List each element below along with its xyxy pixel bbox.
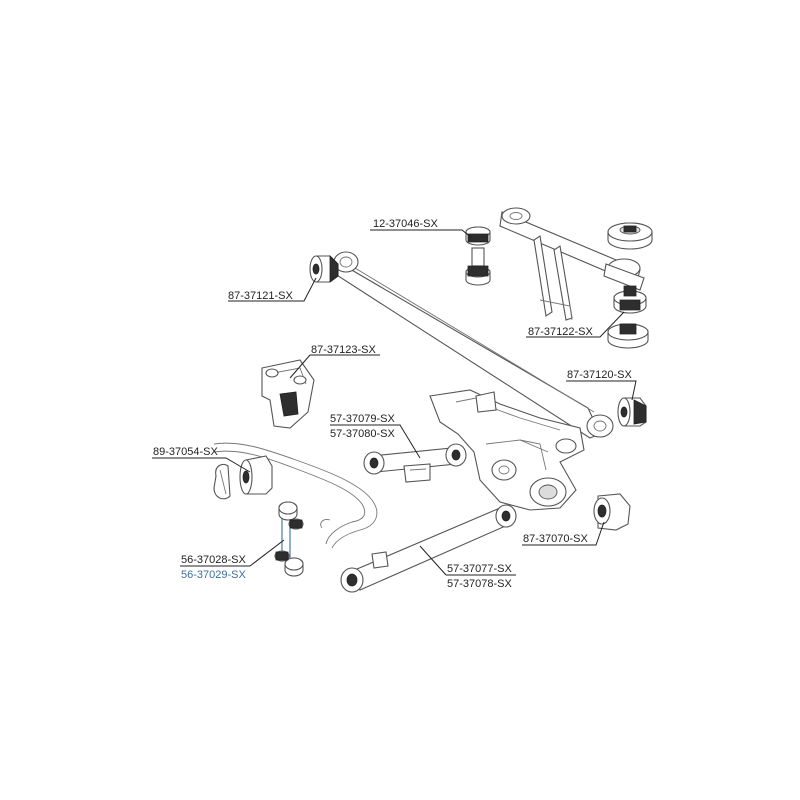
bushing-87-37122 [607, 285, 649, 349]
upper-crossmember [499, 207, 645, 321]
bushing-87-37121 [309, 255, 339, 283]
mount-bracket-87-37123 [261, 359, 315, 429]
bushing-87-37070 [593, 493, 631, 531]
strut-mount-upper [607, 222, 653, 250]
leader-lines [152, 229, 637, 576]
stabilizer-bar [213, 442, 378, 549]
label-87-37120[interactable]: 87-37120-SX [567, 369, 632, 381]
label-57-37079[interactable]: 57-37079-SX [330, 413, 395, 425]
label-87-37070[interactable]: 87-37070-SX [523, 533, 588, 545]
label-89-37054[interactable]: 89-37054-SX [153, 446, 218, 458]
lower-control-arm [340, 504, 517, 593]
label-87-37122[interactable]: 87-37122-SX [528, 326, 593, 338]
long-lateral-link [331, 251, 614, 439]
label-57-37080[interactable]: 57-37080-SX [330, 428, 395, 440]
upper-control-arm [363, 443, 467, 483]
stabilizer-link-56-37028 [274, 501, 304, 577]
label-57-37077[interactable]: 57-37077-SX [447, 563, 512, 575]
label-56-37029[interactable]: 56-37029-SX [181, 569, 246, 581]
label-56-37028[interactable]: 56-37028-SX [181, 554, 246, 566]
rear-knuckle [429, 389, 585, 511]
label-57-37078[interactable]: 57-37078-SX [447, 578, 512, 590]
stabilizer-bushing-89-37054 [213, 455, 273, 500]
bushing-12-37046 [465, 226, 491, 286]
label-87-37123[interactable]: 87-37123-SX [311, 344, 376, 356]
label-87-37121[interactable]: 87-37121-SX [228, 290, 293, 302]
bushing-87-37120 [617, 397, 647, 427]
label-12-37046[interactable]: 12-37046-SX [373, 218, 438, 230]
